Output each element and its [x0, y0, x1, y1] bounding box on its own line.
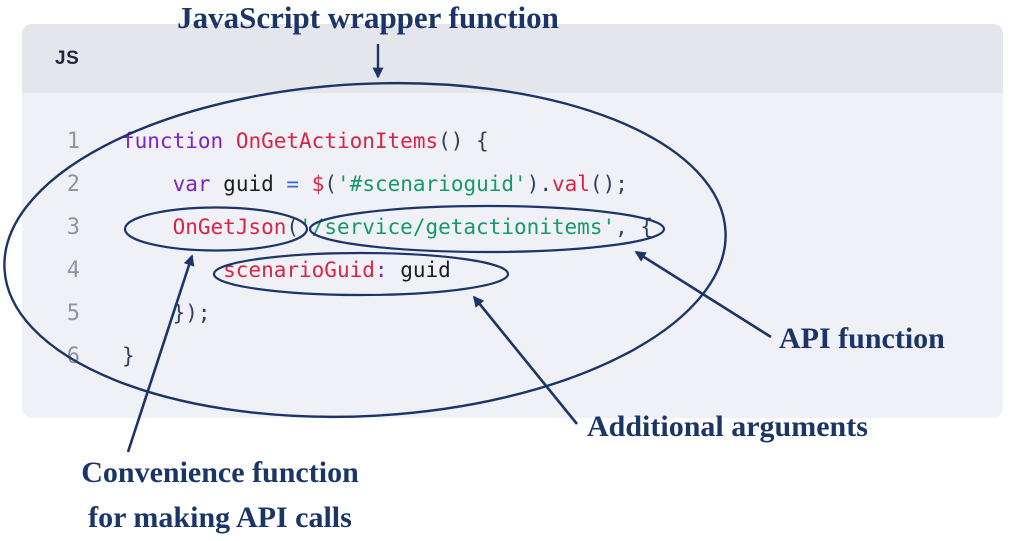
- convenience-function-label-line1: Convenience function: [81, 456, 359, 489]
- code-line: 3 OnGetJson('/service/getactionitems', {: [22, 206, 1003, 249]
- additional-arguments-label: Additional arguments: [587, 410, 868, 443]
- line-number: 1: [66, 129, 80, 154]
- line-number: 6: [66, 344, 80, 369]
- convenience-function-label-line2: for making API calls: [88, 501, 352, 534]
- wrapper-function-label: JavaScript wrapper function: [177, 0, 559, 35]
- language-badge: JS: [55, 47, 80, 69]
- line-number: 3: [66, 215, 80, 240]
- line-number: 4: [66, 258, 80, 283]
- code-line: 2 var guid = $('#scenarioguid').val();: [22, 163, 1003, 206]
- api-function-label: API function: [779, 322, 945, 355]
- line-number: 2: [66, 172, 80, 197]
- convenience-function-label: Convenience function for making API call…: [30, 450, 410, 540]
- code-header: JS: [22, 24, 1003, 93]
- line-number: 5: [66, 301, 80, 326]
- code-line: 4 scenarioGuid: guid: [22, 249, 1003, 292]
